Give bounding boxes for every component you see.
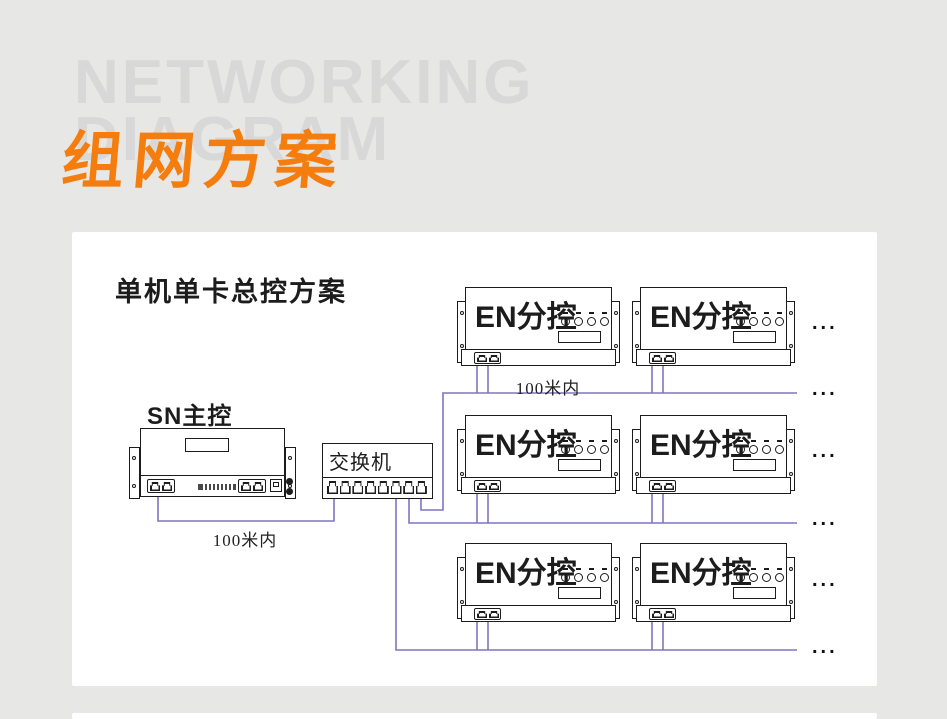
en-controller-body: EN分控 <box>465 287 612 351</box>
en-port-strip <box>636 605 791 622</box>
en-controller: EN分控 <box>457 287 620 368</box>
watermark-line-2: DIAGRAM <box>74 105 392 174</box>
continuation-ellipsis: ... <box>812 636 838 658</box>
en-controller-body: EN分控 <box>640 415 787 479</box>
switch-ethernet-port <box>390 481 402 494</box>
mounting-bracket <box>129 447 140 499</box>
switch-divider <box>322 477 433 478</box>
knob <box>749 312 758 326</box>
knob <box>736 312 745 326</box>
knob <box>749 440 758 454</box>
knob <box>574 440 583 454</box>
ethernet-port-pair <box>147 479 175 493</box>
display-window <box>185 438 229 452</box>
knob <box>587 312 596 326</box>
cable-row1-trunk <box>420 392 797 511</box>
ethernet-port-pair <box>649 608 676 620</box>
connector-knob <box>286 488 293 495</box>
en-controller-label: EN分控 <box>650 301 752 334</box>
display-window <box>733 587 776 599</box>
continuation-ellipsis: ... <box>812 569 838 591</box>
ethernet-port-pair <box>649 352 676 364</box>
diagram-subtitle: 单机单卡总控方案 <box>115 277 347 307</box>
knob <box>736 440 745 454</box>
continuation-ellipsis: ... <box>812 312 838 334</box>
knob <box>561 440 570 454</box>
en-controller: EN分控 <box>632 287 795 368</box>
continuation-ellipsis: ... <box>812 378 838 400</box>
en-port-strip <box>636 349 791 366</box>
next-panel-edge <box>72 713 877 719</box>
en-controller: EN分控 <box>632 543 795 624</box>
knob <box>762 440 771 454</box>
master-port-strip <box>140 475 293 497</box>
switch-ethernet-port <box>415 481 427 494</box>
en-port-strip <box>461 605 616 622</box>
knob <box>600 440 609 454</box>
en-controller: EN分控 <box>457 415 620 496</box>
knob <box>587 568 596 582</box>
en-controller-body: EN分控 <box>640 287 787 351</box>
en-port-strip <box>636 477 791 494</box>
ethernet-port-pair <box>649 480 676 492</box>
switch-ethernet-port <box>403 481 415 494</box>
master-controller <box>129 428 296 499</box>
network-switch: 交换机 <box>322 443 433 499</box>
ethernet-port-pair <box>474 352 501 364</box>
ethernet-port-pair <box>474 608 501 620</box>
cable-master-to-switch <box>157 495 335 522</box>
en-controller-label: EN分控 <box>475 429 577 462</box>
distance-label: 100米内 <box>515 379 581 398</box>
knob <box>736 568 745 582</box>
master-body <box>140 428 285 477</box>
knob <box>775 312 784 326</box>
switch-ethernet-port <box>352 481 364 494</box>
knob <box>574 312 583 326</box>
io-port <box>270 479 282 492</box>
en-controller: EN分控 <box>457 543 620 624</box>
continuation-ellipsis: ... <box>812 508 838 530</box>
knob <box>561 312 570 326</box>
knob <box>561 568 570 582</box>
en-controller-label: EN分控 <box>650 429 752 462</box>
knob <box>775 568 784 582</box>
en-controller-label: EN分控 <box>650 557 752 590</box>
knob <box>762 568 771 582</box>
distance-label: 100米内 <box>212 531 278 550</box>
knob <box>600 568 609 582</box>
display-window <box>558 587 601 599</box>
en-port-strip <box>461 477 616 494</box>
switch-ethernet-port <box>327 481 338 494</box>
en-controller-body: EN分控 <box>465 543 612 607</box>
en-controller: EN分控 <box>632 415 795 496</box>
switch-label: 交换机 <box>329 452 392 474</box>
knob <box>749 568 758 582</box>
en-controller-body: EN分控 <box>640 543 787 607</box>
continuation-ellipsis: ... <box>812 440 838 462</box>
watermark-line-1: NETWORKING <box>74 48 535 117</box>
en-controller-label: EN分控 <box>475 557 577 590</box>
switch-ethernet-port <box>365 481 377 494</box>
display-window <box>558 459 601 471</box>
knob <box>600 312 609 326</box>
ethernet-port-pair <box>474 480 501 492</box>
knob <box>762 312 771 326</box>
ethernet-port-pair <box>238 479 266 493</box>
knob <box>775 440 784 454</box>
master-label: SN主控 <box>147 403 233 430</box>
en-port-strip <box>461 349 616 366</box>
switch-ethernet-port <box>339 481 351 494</box>
knob <box>587 440 596 454</box>
display-window <box>733 459 776 471</box>
en-controller-label: EN分控 <box>475 301 577 334</box>
knob <box>574 568 583 582</box>
switch-ethernet-port <box>377 481 389 494</box>
en-controller-body: EN分控 <box>465 415 612 479</box>
display-window <box>733 331 776 343</box>
connector-knob <box>286 478 293 485</box>
display-window <box>558 331 601 343</box>
dip-switch <box>198 484 236 490</box>
cable-row2-trunk <box>408 495 797 524</box>
